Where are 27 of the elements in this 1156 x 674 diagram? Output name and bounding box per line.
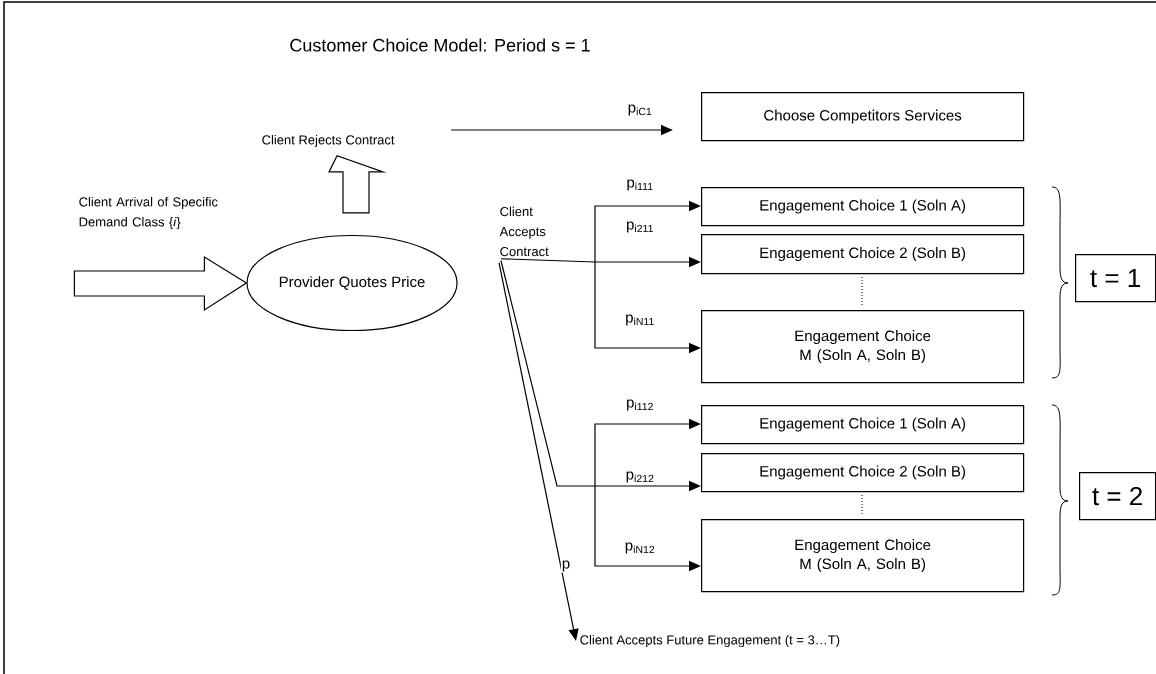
edge-label: p$_{iN12}$ — [623, 541, 657, 555]
block-arrow — [328, 154, 387, 214]
choice-box: Engagement Choice 1 (Soln A) — [701, 187, 1025, 227]
edge-label: p$_{i112}$ — [625, 398, 655, 412]
arrow — [594, 418, 701, 487]
choice-box: t = 1 — [1075, 254, 1156, 303]
choice-box: Engagement Choice 2 (Soln B) — [701, 234, 1025, 275]
edge-label: Client Arrival of Specific Demand Class {i} — [79, 196, 218, 230]
choice-box: Engagement Choice M (Soln A, Soln B) — [701, 519, 1025, 593]
node-text: Client Accepts Contract — [499, 206, 549, 257]
block-arrow — [73, 255, 248, 312]
edge-label: p$_{iN11}$ — [624, 313, 656, 327]
edge-label: p$_{i211}$ — [625, 220, 655, 234]
node-text: Client Rejects Contract — [262, 134, 395, 148]
arrow — [594, 200, 701, 263]
choice-box: Choose Competitors Services — [701, 92, 1025, 142]
choice-box: Engagement Choice 1 (Soln A) — [701, 405, 1025, 445]
edge-label: p — [560, 559, 572, 573]
choice-box: Engagement Choice M (Soln A, Soln B) — [701, 310, 1025, 384]
title: Customer Choice Model: Period s = 1 — [290, 38, 590, 52]
edge-label: p$_{i212}$ — [624, 470, 656, 484]
edge-label: p$_{iC1}$ — [626, 103, 654, 117]
choice-box: Engagement Choice 2 (Soln B) — [701, 453, 1025, 493]
edge-label: p$_{i111}$ — [625, 178, 655, 192]
arrow — [498, 262, 579, 641]
choice-box: t = 2 — [1079, 472, 1156, 521]
node-text: Client Accepts Future Engagement (t = 3…T) — [580, 634, 840, 648]
